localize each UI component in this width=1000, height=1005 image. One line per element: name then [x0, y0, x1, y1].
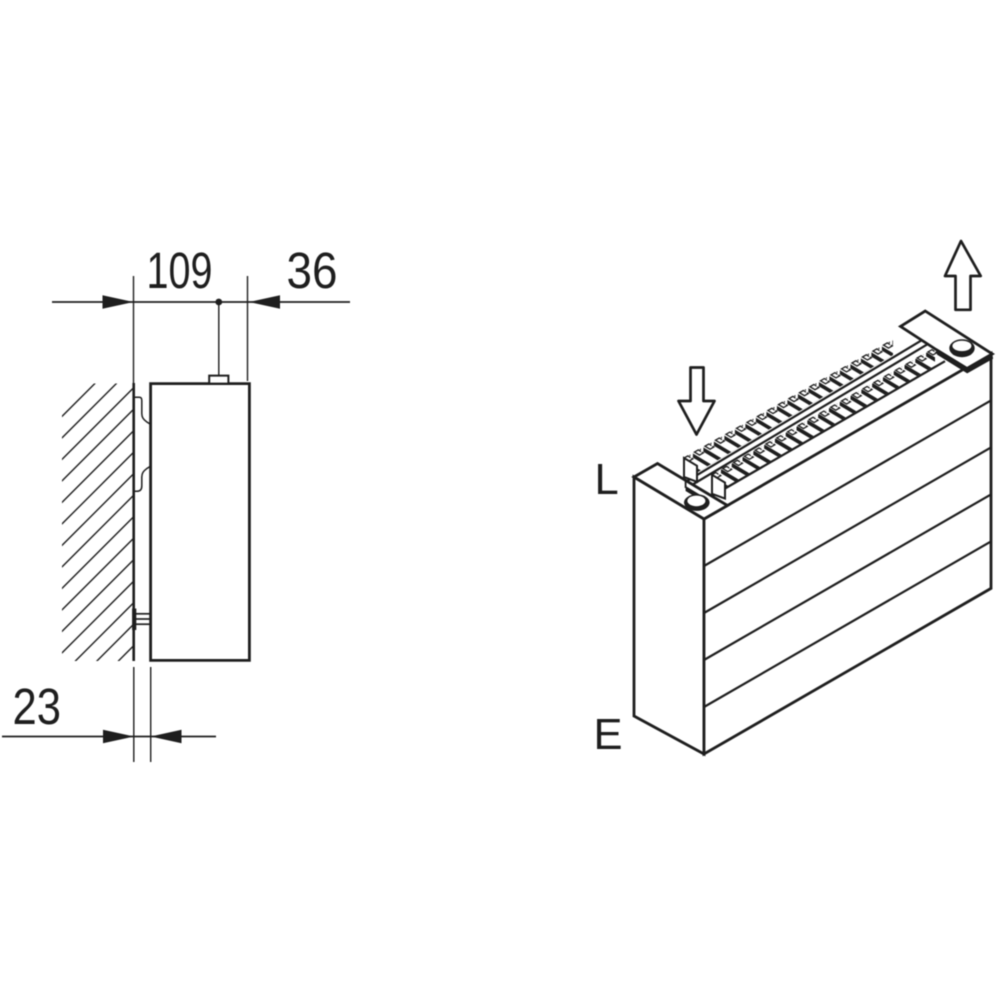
svg-text:23: 23: [13, 678, 62, 735]
svg-text:36: 36: [287, 242, 338, 299]
svg-text:L: L: [595, 456, 619, 504]
svg-text:E: E: [594, 711, 623, 759]
svg-text:109: 109: [147, 242, 213, 299]
